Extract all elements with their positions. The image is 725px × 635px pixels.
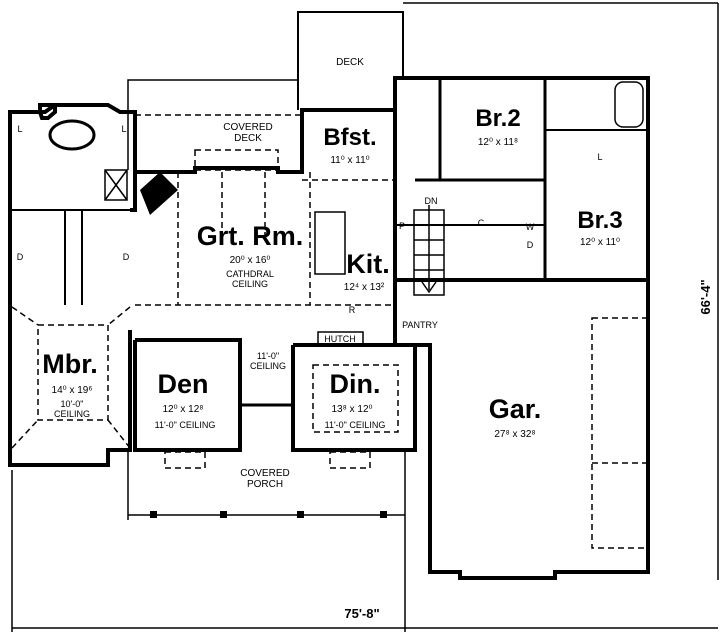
linen-label-left: L [17, 124, 22, 134]
din-size: 13⁸ x 12⁰ [331, 404, 372, 415]
pantry-cabinet-label: P [399, 221, 405, 231]
deck [297, 11, 404, 110]
br2-size: 12⁰ x 11⁸ [478, 137, 518, 148]
din-ceiling: 11'-0" CEILING [325, 420, 386, 430]
mbr-size: 14⁰ x 19⁶ [52, 385, 93, 396]
tub-icon [48, 119, 96, 151]
hall-ceiling-2: CEILING [250, 361, 286, 371]
gar-label: Gar. [489, 394, 542, 424]
grt-rm-ceiling-1: CATHDRAL [226, 269, 274, 279]
exterior-walls [8, 76, 650, 580]
linen-label-bath: L [597, 152, 602, 162]
shower-icon [104, 169, 128, 201]
width-dimension: 75'-8" [344, 606, 379, 621]
staircase [413, 205, 445, 296]
deck-label: DECK [336, 57, 364, 68]
mbr-label: Mbr. [42, 349, 98, 379]
porch-label-2: PORCH [247, 479, 283, 490]
hall-ceiling-1: 11'-0" [257, 351, 279, 361]
fixtures [48, 81, 644, 296]
covered-deck-label-2: DECK [234, 133, 262, 144]
grt-rm-label: Grt. Rm. [197, 221, 304, 251]
dryer-label: D [527, 240, 534, 250]
dresser-label-right: D [123, 252, 130, 262]
closet-label: C [478, 218, 485, 228]
room-labels: DECK COVERED DECK Bfst. 11⁰ x 11⁰ Br.2 1… [42, 57, 622, 490]
dresser-label-left: D [17, 252, 24, 262]
fireplace-icon [140, 172, 178, 215]
covered-deck [127, 79, 300, 171]
grt-rm-ceiling-2: CEILING [232, 279, 268, 289]
bfst-size: 11⁰ x 11⁰ [330, 155, 369, 166]
bfst-label: Bfst. [323, 124, 376, 151]
mbr-ceiling-1: 10'-0" [61, 399, 84, 409]
depth-dimension: 66'-4" [698, 279, 713, 314]
interior-walls [10, 80, 648, 407]
fixture-labels: DN L L L D D P C W D R [17, 124, 603, 315]
refrigerator-label: R [349, 305, 356, 315]
br3-size: 12⁰ x 11⁰ [580, 237, 620, 248]
kit-size: 12⁴ x 13² [344, 282, 385, 293]
porch-label-1: COVERED [240, 468, 289, 479]
br2-label: Br.2 [475, 105, 520, 132]
ceiling-lines [11, 172, 649, 549]
stair-dn-label: DN [425, 196, 438, 206]
din-label: Din. [330, 369, 381, 399]
bathtub-icon [614, 81, 644, 128]
linen-label-right: L [121, 124, 126, 134]
den-ceiling: 11'-0" CEILING [155, 420, 216, 430]
dimension-lines [11, 2, 719, 632]
covered-porch [127, 450, 406, 520]
hutch-label: HUTCH [324, 334, 356, 344]
den-label: Den [157, 369, 208, 399]
kit-label: Kit. [346, 249, 390, 279]
gar-size: 27⁸ x 32⁸ [494, 429, 535, 440]
washer-label: W [526, 222, 535, 232]
den-size: 12⁰ x 12⁸ [162, 404, 203, 415]
grt-rm-size: 20⁰ x 16⁰ [230, 255, 271, 266]
mbr-ceiling-2: CEILING [54, 409, 90, 419]
pantry-label: PANTRY [402, 320, 438, 330]
br3-label: Br.3 [577, 207, 622, 234]
covered-deck-label-1: COVERED [223, 122, 272, 133]
kitchen-island [314, 211, 346, 275]
